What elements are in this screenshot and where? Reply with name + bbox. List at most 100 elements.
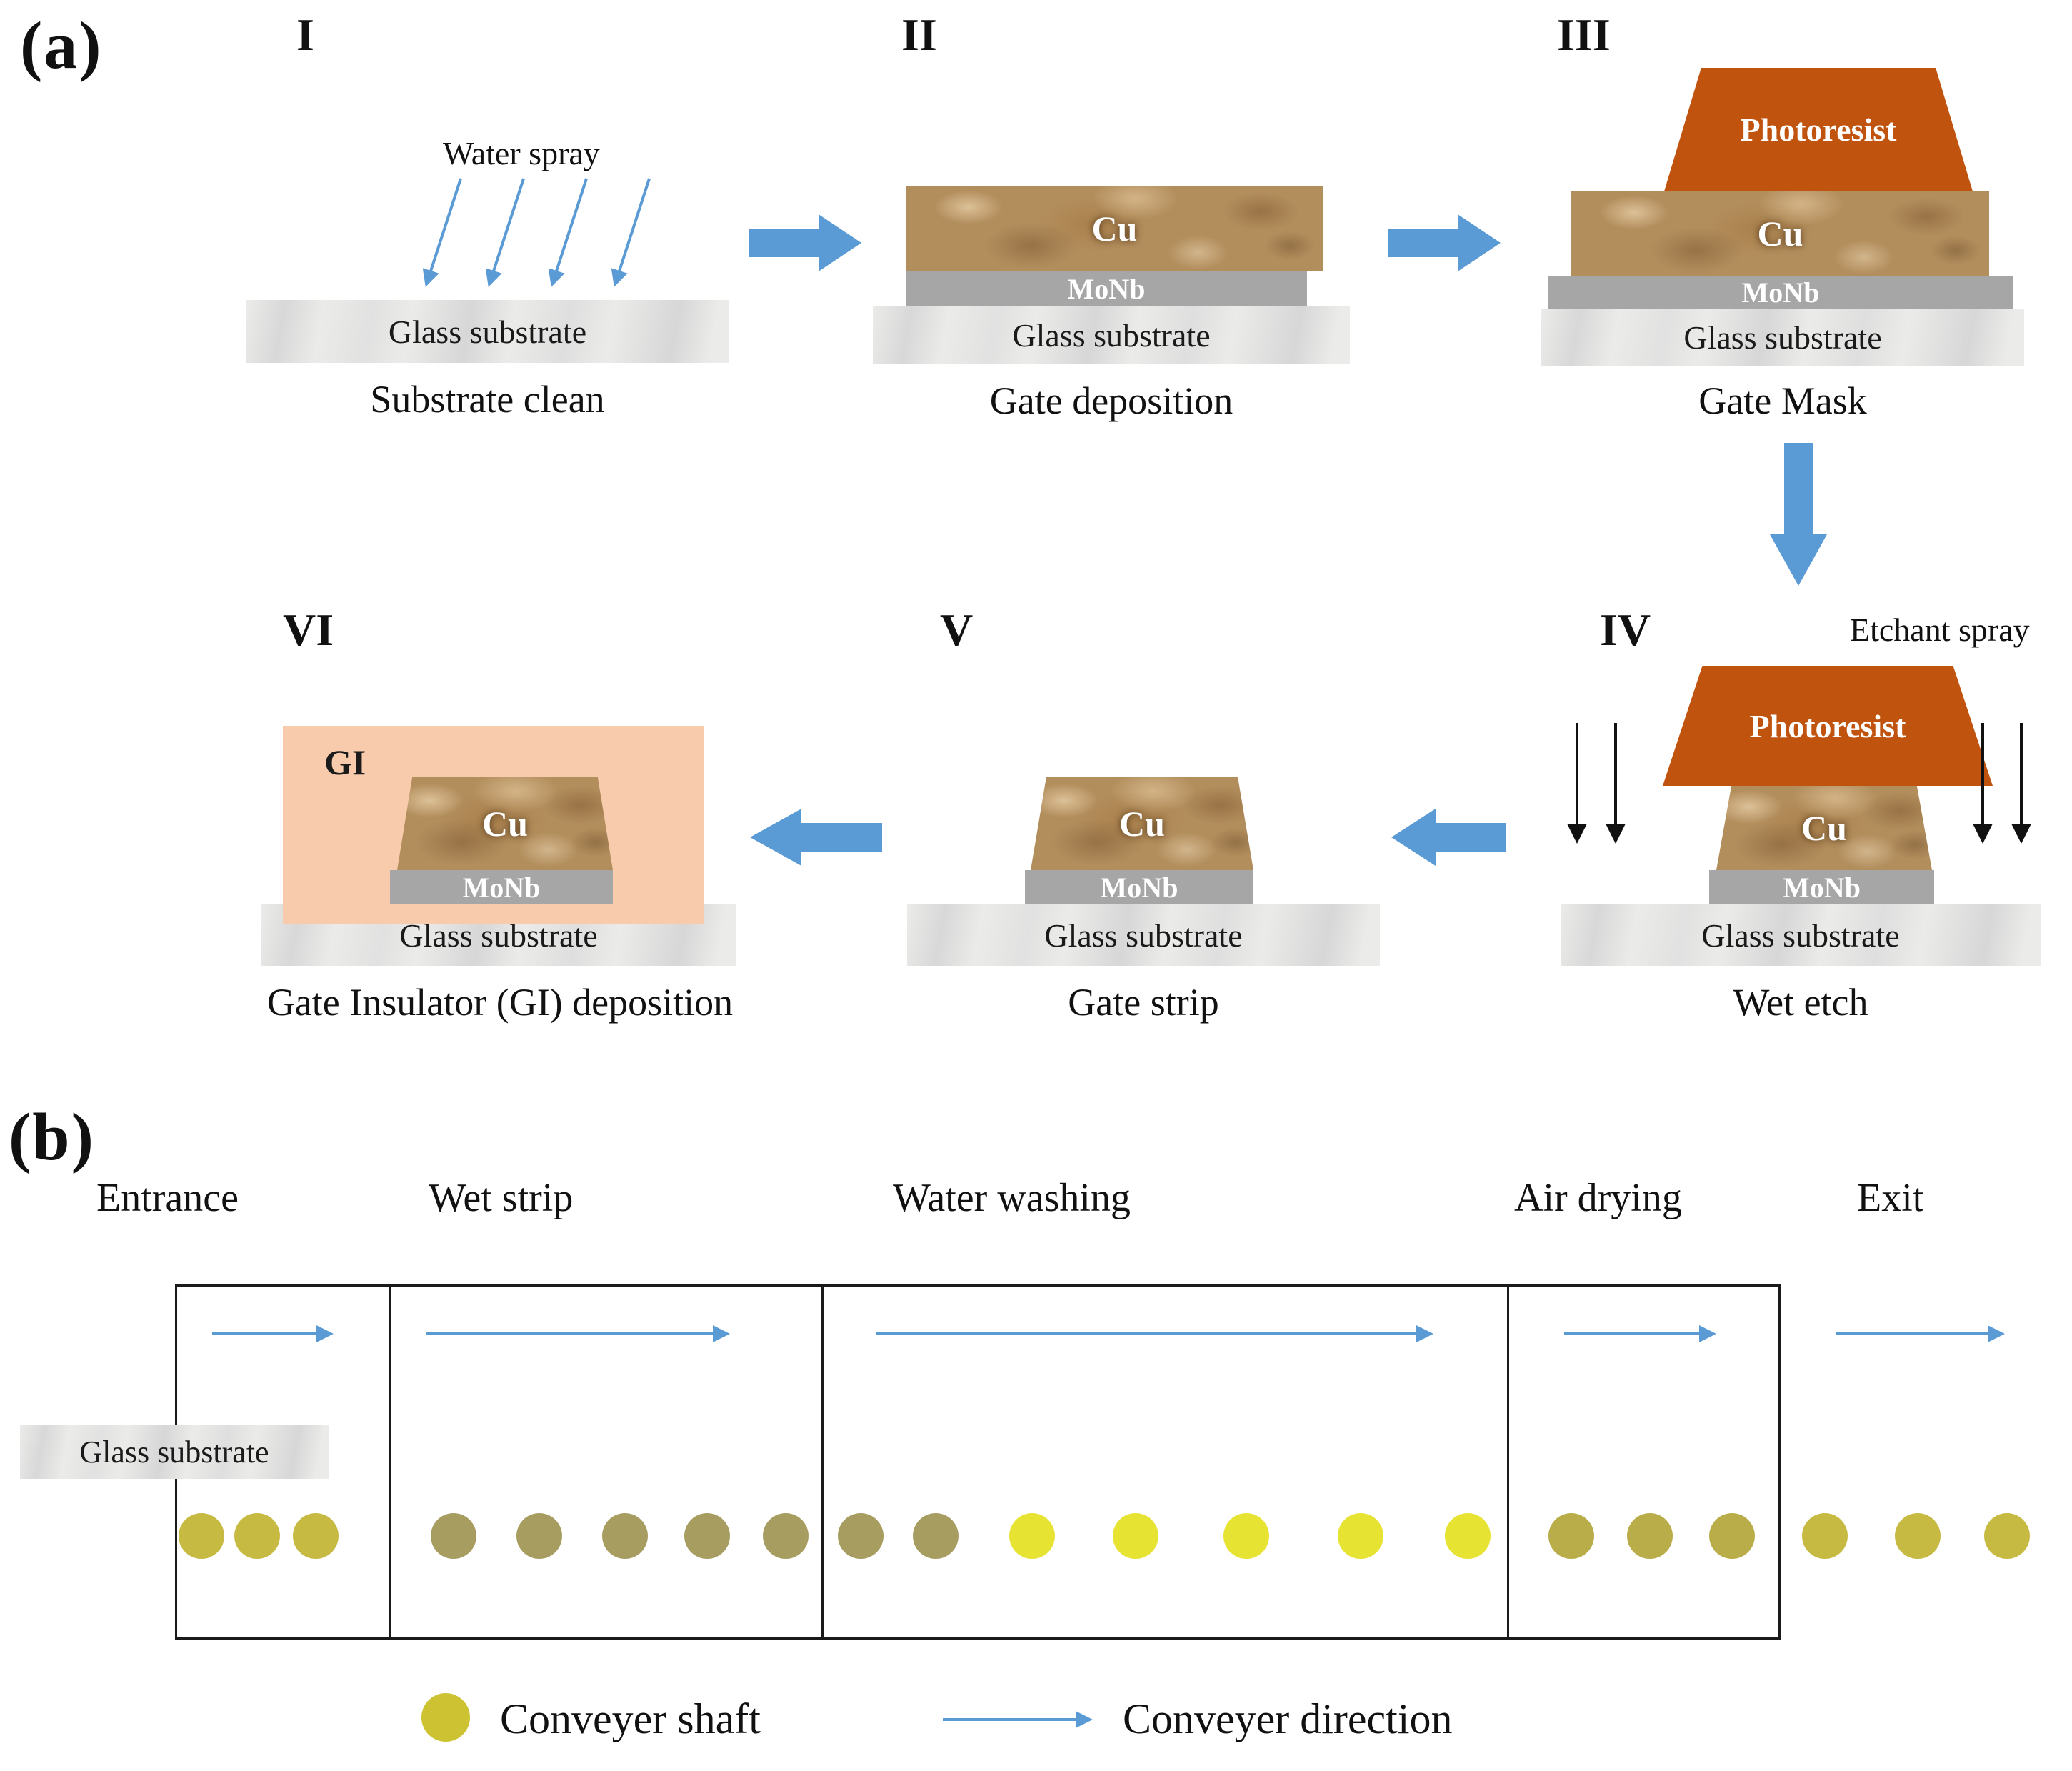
cu-label: Cu: [1119, 804, 1165, 844]
conveyor-shaft: [1548, 1513, 1594, 1559]
section-label-water-washing: Water washing: [893, 1176, 1131, 1220]
section-label-wet-strip: Wet strip: [429, 1176, 574, 1220]
step4-glass-substrate-layer: Glass substrate: [1561, 904, 2041, 966]
conveyor-shaft: [1895, 1513, 1941, 1559]
legend-shaft-icon: [421, 1693, 470, 1742]
step4-caption: Wet etch: [1733, 981, 1868, 1024]
step5-cu-layer: Cu: [1031, 777, 1253, 870]
flow-arrow-left-icon: [1391, 809, 1506, 866]
water-spray-arrows-icon: [422, 178, 651, 287]
conveyor-shaft: [1009, 1513, 1055, 1559]
flow-arrow-down-icon: [1770, 443, 1827, 586]
step2-cu-layer: Cu: [906, 186, 1323, 271]
step6-numeral: VI: [283, 604, 334, 655]
legend-shaft-label: Conveyer shaft: [500, 1695, 761, 1742]
step3-monb-layer: MoNb: [1548, 276, 2013, 309]
step2-glass-substrate-layer: Glass substrate: [873, 306, 1350, 364]
flow-arrow-left-icon: [750, 809, 882, 866]
step6-caption: Gate Insulator (GI) deposition: [266, 981, 734, 1024]
conveyor-shaft: [1338, 1513, 1383, 1559]
step3-glass-substrate-layer: Glass substrate: [1541, 309, 2024, 366]
entrance-direction-arrow-icon: [212, 1325, 334, 1342]
step1-caption: Substrate clean: [370, 378, 605, 421]
conveyor-shaft: [838, 1513, 884, 1559]
water-washing-direction-arrow-icon: [876, 1325, 1433, 1342]
cu-label: Cu: [482, 804, 528, 844]
glass-substrate-label: Glass substrate: [1683, 319, 1882, 356]
glass-substrate-label: Glass substrate: [1044, 917, 1243, 954]
glass-substrate-label: Glass substrate: [79, 1434, 269, 1470]
monb-label: MoNb: [1067, 272, 1146, 305]
conveyor-shaft: [1984, 1513, 2030, 1559]
monb-label: MoNb: [462, 871, 541, 904]
step2-caption: Gate deposition: [989, 379, 1233, 422]
etchant-arrows-right-icon: [1973, 723, 2031, 844]
step4-photoresist-layer: Photoresist: [1663, 666, 1993, 786]
legend-direction-label: Conveyer direction: [1123, 1695, 1453, 1742]
gi-label: GI: [324, 742, 366, 782]
conveyor-shaft: [1709, 1513, 1755, 1559]
shaft-row: [0, 1513, 2072, 1559]
conveyor-shaft: [1445, 1513, 1491, 1559]
panel-b-glass-substrate: Glass substrate: [20, 1425, 329, 1479]
conveyor-shaft: [913, 1513, 959, 1559]
wet-strip-direction-arrow-icon: [426, 1325, 730, 1342]
chamber-wall: [1507, 1284, 1509, 1640]
monb-label: MoNb: [1783, 871, 1861, 904]
glass-substrate-label: Glass substrate: [1012, 316, 1211, 354]
step4-monb-layer: MoNb: [1709, 870, 1934, 904]
section-label-entrance: Entrance: [96, 1176, 239, 1220]
step2-numeral: II: [901, 9, 937, 60]
conveyor-shaft: [763, 1513, 809, 1559]
chamber-wall: [389, 1284, 391, 1640]
step5-monb-layer: MoNb: [1025, 870, 1253, 904]
panel-a-label: (a): [20, 9, 103, 83]
conveyor-shaft: [1802, 1513, 1848, 1559]
glass-substrate-label: Glass substrate: [388, 313, 587, 350]
step6-monb-layer: MoNb: [390, 870, 613, 904]
photoresist-label: Photoresist: [1749, 707, 1906, 744]
step1-glass-substrate-layer: Glass substrate: [246, 300, 729, 363]
exit-direction-arrow-icon: [1836, 1325, 2005, 1342]
air-drying-direction-arrow-icon: [1564, 1325, 1716, 1342]
section-label-exit: Exit: [1857, 1176, 1924, 1220]
conveyor-shaft: [234, 1513, 280, 1559]
conveyor-shaft: [1223, 1513, 1269, 1559]
conveyor-shaft: [179, 1513, 224, 1559]
conveyor-shaft: [1627, 1513, 1673, 1559]
step1-numeral: I: [296, 9, 314, 60]
conveyor-shaft: [431, 1513, 476, 1559]
step6-cu-layer: Cu: [397, 777, 613, 870]
step3-cu-layer: Cu: [1571, 191, 1989, 276]
panel-b-label: (b): [9, 1100, 95, 1174]
step2-monb-layer: MoNb: [906, 271, 1307, 306]
step5-caption: Gate strip: [1068, 981, 1219, 1024]
conveyor-shaft: [684, 1513, 730, 1559]
conveyor-shaft: [1113, 1513, 1158, 1559]
etchant-spray-label: Etchant spray: [1850, 612, 2030, 648]
step5-numeral: V: [940, 604, 974, 655]
chamber-wall: [821, 1284, 824, 1640]
legend-direction-arrow-icon: [943, 1711, 1093, 1728]
etchant-arrows-left-icon: [1567, 723, 1626, 844]
flow-arrow-right-icon: [1388, 214, 1501, 271]
chamber-top-line: [175, 1284, 1778, 1287]
cu-label: Cu: [1091, 209, 1138, 249]
section-label-air-drying: Air drying: [1514, 1176, 1682, 1220]
step3-caption: Gate Mask: [1698, 379, 1867, 422]
flow-arrow-right-icon: [749, 214, 861, 271]
chamber-wall: [1778, 1284, 1781, 1640]
step4-numeral: IV: [1600, 604, 1651, 655]
conveyor-shaft: [516, 1513, 562, 1559]
glass-substrate-label: Glass substrate: [1701, 917, 1900, 954]
cu-label: Cu: [1757, 214, 1803, 254]
step4-cu-layer: Cu: [1716, 786, 1932, 870]
chamber-bottom-line: [175, 1637, 1778, 1640]
water-spray-label: Water spray: [443, 135, 600, 171]
photoresist-label: Photoresist: [1740, 111, 1897, 148]
conveyor-shaft: [293, 1513, 339, 1559]
step5-glass-substrate-layer: Glass substrate: [907, 904, 1380, 966]
step3-numeral: III: [1557, 9, 1611, 60]
conveyor-shaft: [602, 1513, 648, 1559]
